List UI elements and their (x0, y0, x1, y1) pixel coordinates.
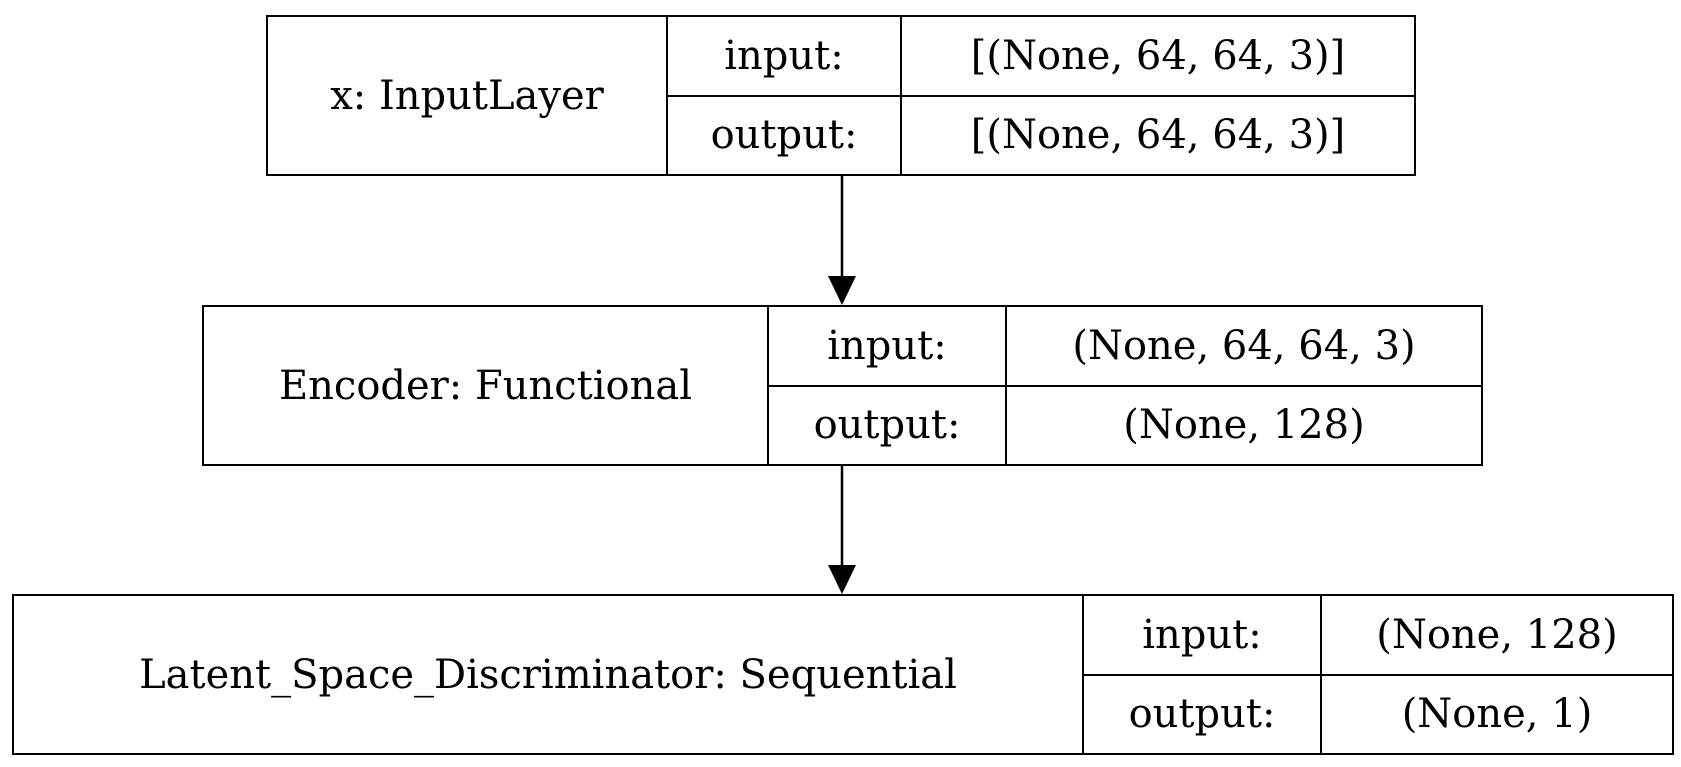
node-input-layer: x: InputLayer input: output: [(None, 64,… (266, 15, 1416, 176)
output-label: output: (1128, 691, 1276, 738)
output-shape: (None, 1) (1401, 691, 1593, 738)
io-labels: input: output: (1084, 596, 1322, 753)
io-labels: input: output: (769, 307, 1007, 464)
io-shapes: [(None, 64, 64, 3)] [(None, 64, 64, 3)] (902, 17, 1414, 174)
arrowhead-icon (828, 565, 856, 594)
node-name: Encoder: Functional (204, 307, 769, 464)
node-encoder: Encoder: Functional input: output: (None… (202, 305, 1483, 466)
output-shape: (None, 128) (1123, 402, 1365, 449)
edge-encoder-to-discriminator (828, 466, 856, 594)
input-shape: (None, 64, 64, 3) (1007, 307, 1481, 387)
edge-input-to-encoder (828, 176, 856, 305)
output-shape: [(None, 64, 64, 3)] (970, 112, 1346, 159)
input-label: input: (1084, 596, 1320, 676)
input-shape: (None, 128) (1322, 596, 1672, 676)
input-label: input: (769, 307, 1005, 387)
io-shapes: (None, 64, 64, 3) (None, 128) (1007, 307, 1481, 464)
node-name: x: InputLayer (268, 17, 668, 174)
node-latent-space-discriminator: Latent_Space_Discriminator: Sequential i… (12, 594, 1674, 755)
output-label: output: (710, 112, 858, 159)
input-label: input: (668, 17, 900, 97)
node-name: Latent_Space_Discriminator: Sequential (14, 596, 1084, 753)
arrowhead-icon (828, 276, 856, 305)
input-shape: [(None, 64, 64, 3)] (902, 17, 1414, 97)
output-label: output: (813, 402, 961, 449)
io-shapes: (None, 128) (None, 1) (1322, 596, 1672, 753)
io-labels: input: output: (668, 17, 902, 174)
